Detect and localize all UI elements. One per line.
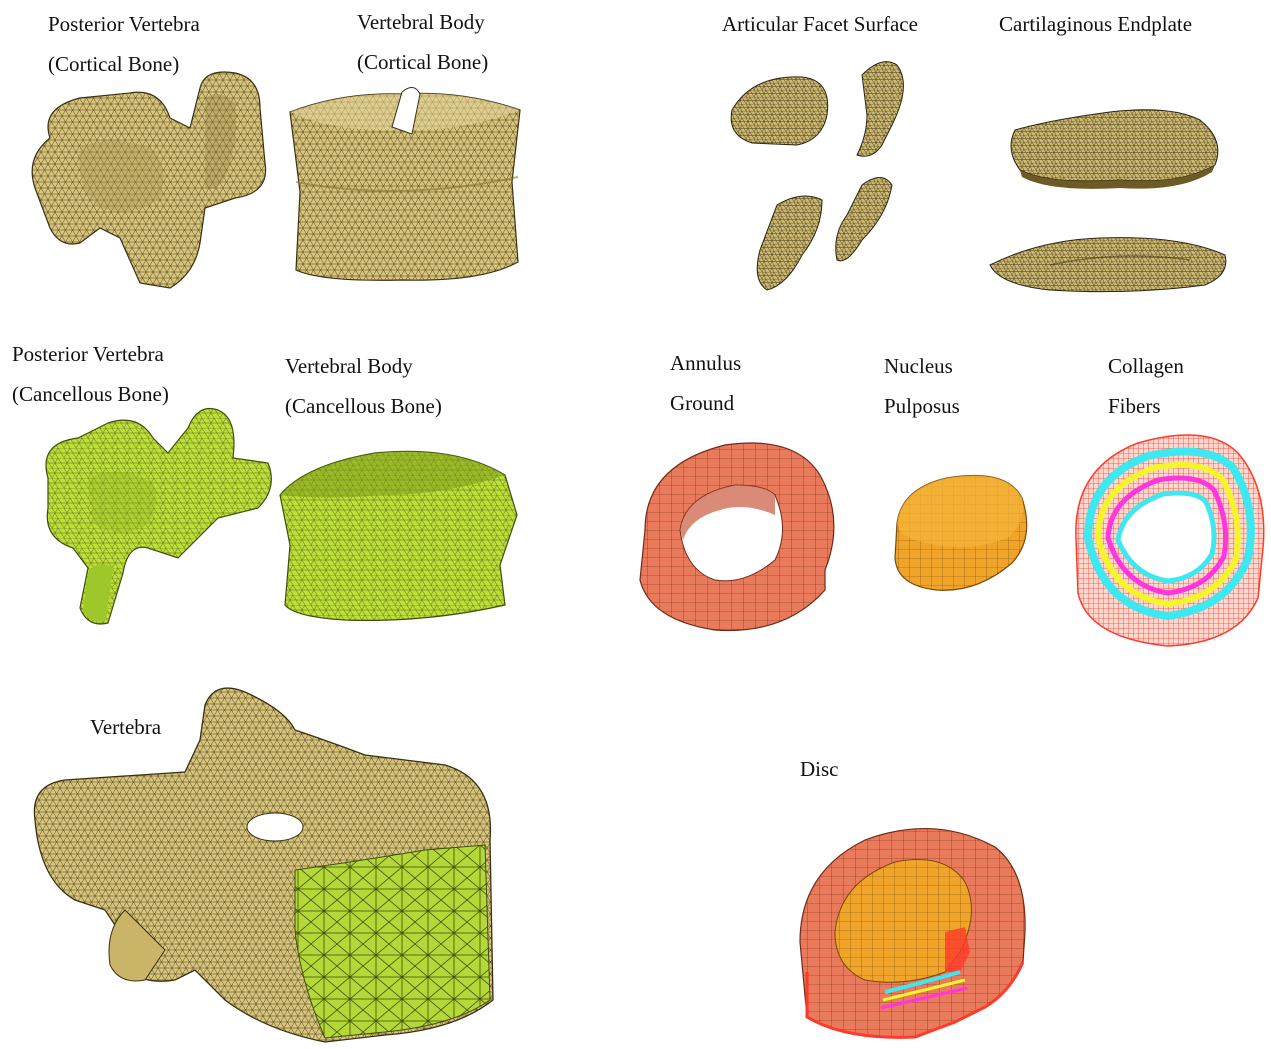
- label-cartilaginous-endplate: Cartilaginous Endplate: [999, 4, 1192, 44]
- vertebral-body-cortical-mesh: [282, 72, 532, 292]
- label-vertebral-body-cancellous: Vertebral Body (Cancellous Bone): [285, 346, 442, 426]
- vertebra-combined-mesh: [25, 680, 525, 1046]
- label-articular-facet-surface: Articular Facet Surface: [722, 4, 918, 44]
- label-annulus-ground: Annulus Ground: [670, 343, 741, 423]
- annulus-ground-mesh: [635, 440, 850, 640]
- posterior-vertebra-cortical-mesh: [20, 68, 280, 298]
- nucleus-pulposus-mesh: [887, 468, 1037, 600]
- label-vertebral-body-cortical: Vertebral Body (Cortical Bone): [357, 2, 488, 82]
- cartilaginous-endplate-mesh: [980, 100, 1240, 300]
- vertebral-body-cancellous-mesh: [275, 445, 530, 625]
- label-disc: Disc: [800, 749, 839, 789]
- label-nucleus-pulposus: Nucleus Pulposus: [884, 346, 960, 426]
- disc-combined-mesh: [795, 822, 1035, 1047]
- label-collagen-fibers: Collagen Fibers: [1108, 346, 1184, 426]
- posterior-vertebra-cancellous-mesh: [28, 398, 278, 628]
- articular-facet-surface-mesh: [722, 55, 922, 305]
- collagen-fibers-mesh: [1068, 428, 1271, 650]
